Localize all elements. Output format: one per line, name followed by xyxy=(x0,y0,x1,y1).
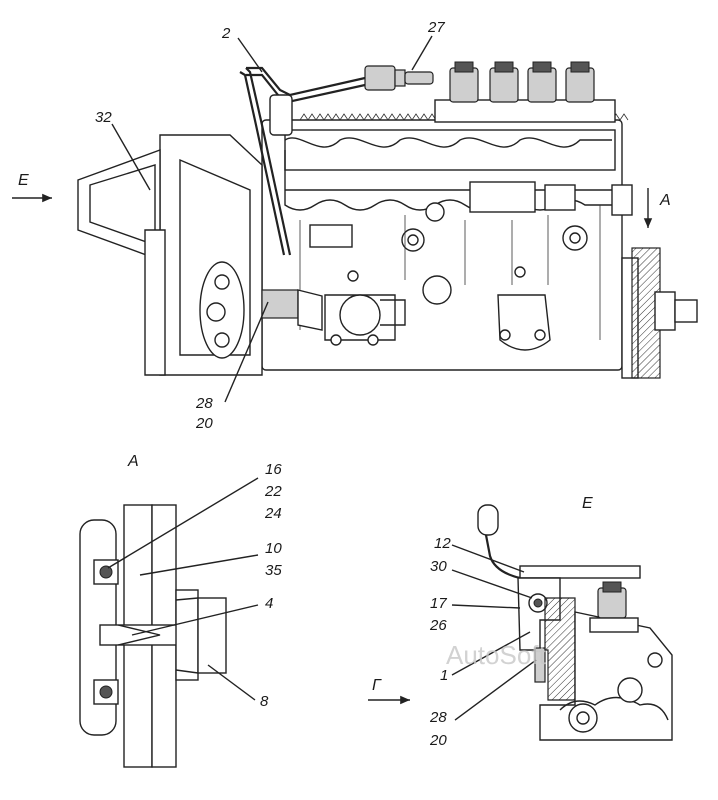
callout-10: 10 xyxy=(265,540,282,557)
callout-2: 2 xyxy=(221,25,231,42)
callout-24: 24 xyxy=(264,505,282,522)
view-label-g: Г xyxy=(372,677,382,694)
detail-a-leaders xyxy=(107,477,259,701)
view-label-e: E xyxy=(18,172,29,189)
callout-12: 12 xyxy=(434,535,451,552)
callout-1: 1 xyxy=(440,667,448,684)
main-view-leaders xyxy=(111,35,433,403)
callout-20: 20 xyxy=(195,415,213,432)
callout-20-e: 20 xyxy=(429,732,447,749)
callout-35: 35 xyxy=(265,562,282,579)
callout-17: 17 xyxy=(430,595,447,612)
detail-a-view: A xyxy=(79,453,227,768)
callout-4: 4 xyxy=(265,595,273,612)
detail-e-title: E xyxy=(582,495,593,512)
callout-30: 30 xyxy=(430,558,447,575)
view-label-a: A xyxy=(659,192,671,209)
detail-e-leaders xyxy=(451,544,537,721)
watermark: AutoSoft xyxy=(446,640,547,670)
main-view-pump xyxy=(77,61,698,379)
main-view-arrows: E A xyxy=(12,172,671,228)
callout-26: 26 xyxy=(429,617,447,634)
callout-16: 16 xyxy=(265,461,282,478)
detail-a-title: A xyxy=(127,453,139,470)
callout-28: 28 xyxy=(195,395,213,412)
detail-e-view: E xyxy=(477,495,673,741)
callout-8: 8 xyxy=(260,693,269,710)
injector-fittings xyxy=(449,61,595,103)
callout-32: 32 xyxy=(95,109,112,126)
callout-27: 27 xyxy=(427,19,445,36)
callout-28-e: 28 xyxy=(429,709,447,726)
callout-22: 22 xyxy=(264,483,282,500)
detail-e-arrow: Г xyxy=(368,677,410,705)
